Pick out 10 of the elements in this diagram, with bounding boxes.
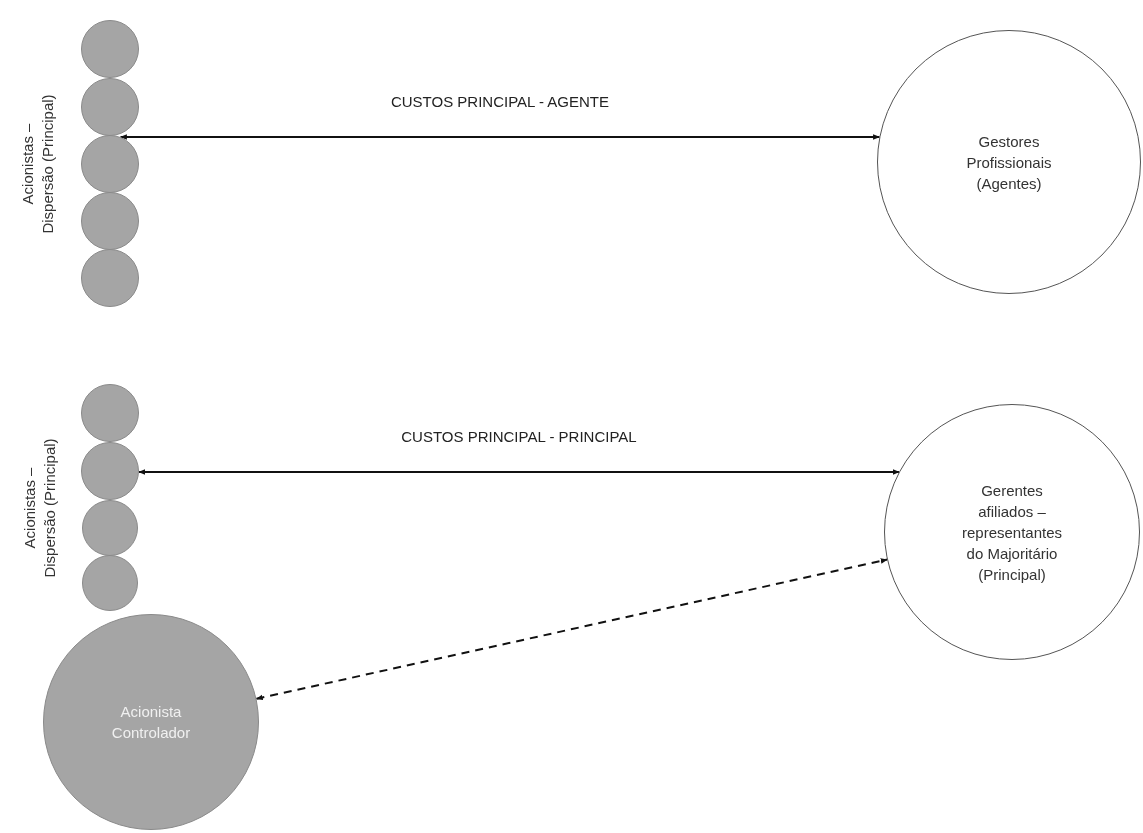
group-label: Acionistas – Dispersão (Principal) (18, 93, 57, 236)
circle-shape (82, 500, 138, 556)
node-text: Acionista Controlador (110, 702, 192, 743)
node-text: Gestores Profissionais (Agentes) (965, 131, 1053, 194)
double-arrow (119, 134, 881, 140)
circle-shape (82, 555, 138, 611)
double-arrow (138, 469, 900, 475)
group-label: Acionistas – Dispersão (Principal) (20, 437, 59, 580)
node-text: Gerentes afiliados – representantes do Majoritário (Principal) (960, 480, 1064, 585)
dashed-arrow (255, 558, 888, 701)
